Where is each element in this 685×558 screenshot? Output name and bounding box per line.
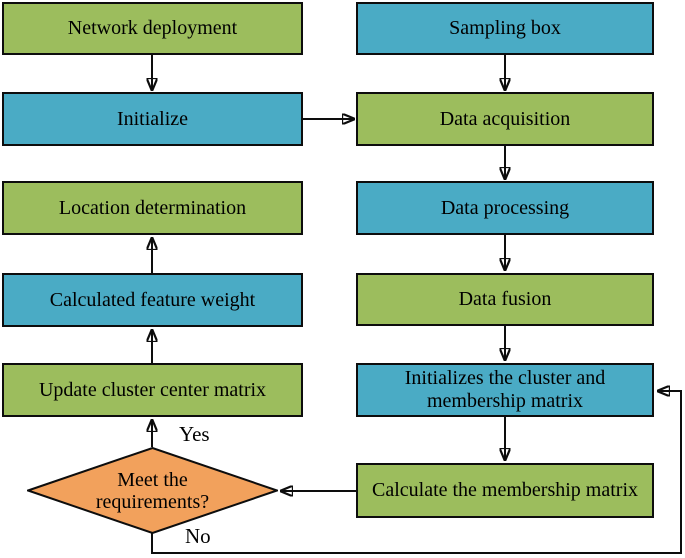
node-network-deployment: Network deployment [2, 2, 303, 55]
node-data-acquisition: Data acquisition [356, 92, 654, 146]
node-label: Update cluster center matrix [38, 378, 267, 401]
node-calculated-feature-weight: Calculated feature weight [2, 273, 303, 327]
node-label: Location determination [58, 196, 247, 219]
node-label: Data processing [440, 196, 570, 219]
node-label: Calculate the membership matrix [371, 479, 639, 501]
node-label: Initialize [116, 107, 189, 130]
edge-label-yes: Yes [179, 422, 210, 446]
decision-label-wrap: Meet the requirements? [27, 447, 278, 534]
node-decision-meet-requirements: Meet the requirements? [27, 447, 278, 534]
node-initialize: Initialize [2, 92, 303, 146]
node-data-processing: Data processing [356, 181, 654, 235]
node-initializes-cluster-membership: Initializes the cluster and membership m… [356, 363, 654, 417]
node-calculate-membership-matrix: Calculate the membership matrix [356, 463, 654, 518]
node-update-cluster-center-matrix: Update cluster center matrix [2, 363, 303, 417]
decision-label: Meet the requirements? [95, 468, 210, 513]
node-label: Network deployment [67, 17, 238, 39]
node-label: Data acquisition [439, 107, 571, 130]
node-sampling-box: Sampling box [356, 2, 654, 55]
node-data-fusion: Data fusion [356, 273, 654, 326]
node-label: Initializes the cluster and membership m… [404, 367, 606, 412]
edge-label-no: No [185, 524, 211, 548]
node-label: Data fusion [458, 288, 552, 310]
node-label: Calculated feature weight [49, 288, 256, 311]
node-location-determination: Location determination [2, 181, 303, 235]
node-label: Sampling box [449, 17, 561, 39]
